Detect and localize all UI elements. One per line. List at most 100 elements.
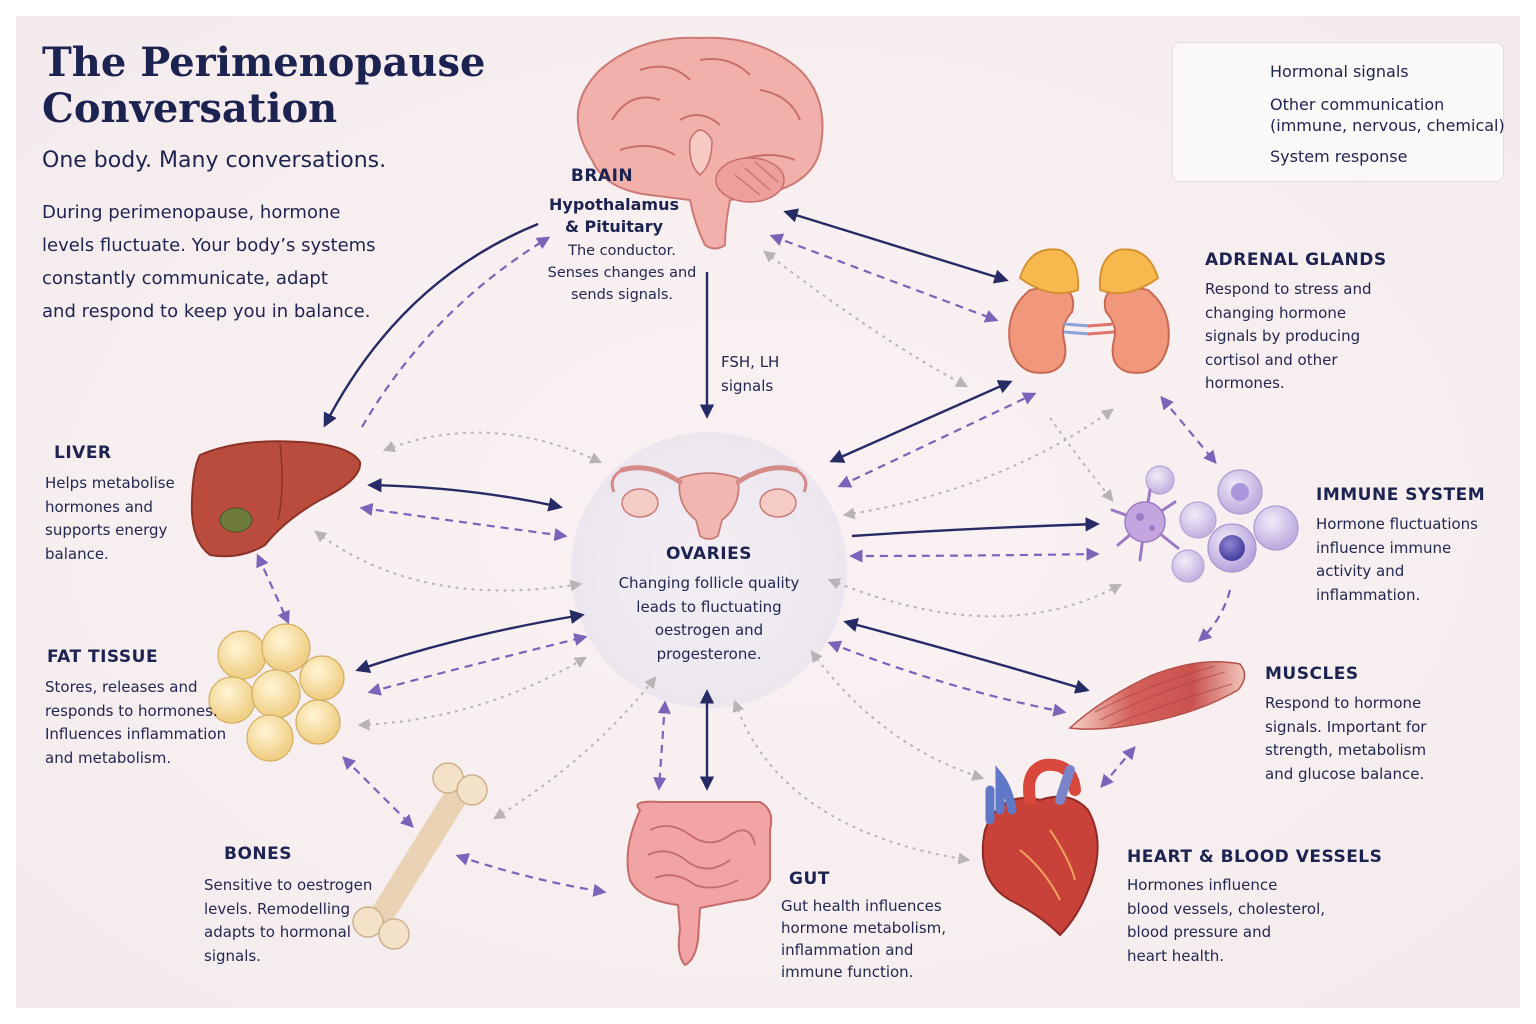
ovaries-desc-line: progesterone. [656, 644, 762, 663]
uterus-ovaries-illustration [610, 465, 808, 540]
bones-description: Sensitive to oestrogen levels. Remodelli… [204, 874, 404, 968]
adrenal-desc-line: signals by producing [1205, 327, 1361, 345]
dashed-brain-adrenal [769, 233, 999, 323]
dotted-bones-ovaries [492, 676, 657, 820]
intro-line: levels fluctuate. Your body’s systems [42, 235, 376, 256]
gut-desc-line: inflammation and [781, 941, 914, 959]
dashed-heart-muscles [1100, 745, 1136, 789]
page-title: The Perimenopause Conversation [42, 40, 502, 132]
muscle-illustration [1068, 660, 1246, 730]
ovaries-desc-line: leads to fluctuating [636, 597, 782, 616]
brain-desc-line: sends signals. [570, 287, 674, 303]
fat-desc-line: responds to hormones. [45, 701, 218, 720]
brain-sub-line: Hypothalamus [549, 195, 679, 214]
heart-desc-line: heart health. [1127, 946, 1224, 965]
gut-heading: GUT [789, 869, 830, 889]
bones-desc-line: levels. Remodelling [204, 899, 351, 918]
legend-other-line2: (immune, nervous, chemical) [1270, 116, 1505, 135]
brain-sub-line: & Pituitary [564, 217, 664, 236]
heart-heading: HEART & BLOOD VESSELS [1127, 847, 1383, 867]
intro-line: constantly communicate, adapt [42, 268, 328, 289]
immune-desc-line: Hormone fluctuations [1316, 515, 1478, 533]
ovaries-desc-line: oestrogen and [654, 621, 764, 639]
liver-desc-line: supports energy [45, 521, 168, 539]
arrow-brain-to-liver [323, 222, 539, 428]
dotted-brain-adrenal [763, 250, 969, 388]
response-connections [314, 250, 1123, 865]
brain-label: BRAIN [522, 166, 682, 186]
dashed-fat-bones [342, 756, 414, 828]
dotted-liver-ovaries [382, 431, 603, 464]
liver-desc-line: hormones and [45, 497, 153, 516]
liver-heading: LIVER [54, 443, 112, 463]
arrow-ovaries-adrenal [829, 380, 1013, 463]
muscles-desc-line: and glucose balance. [1265, 764, 1425, 783]
gut-desc-line: hormone metabolism, [781, 919, 947, 937]
intestines-illustration [626, 800, 773, 967]
brain-subheading: Hypothalamus & Pituitary [530, 194, 698, 238]
fat-heading: FAT TISSUE [47, 647, 159, 667]
dotted-ovaries-adrenal [842, 408, 1114, 520]
ovaries-desc-line: Changing follicle quality [618, 574, 800, 592]
heart-desc-line: blood pressure and [1127, 923, 1272, 941]
fsh-line: FSH, LH [721, 353, 780, 371]
ovaries-description: Changing follicle quality leads to fluct… [599, 572, 819, 666]
immune-description: Hormone fluctuations influence immune ac… [1316, 513, 1506, 607]
bones-heading: BONES [224, 844, 292, 864]
dotted-ovaries-heart [810, 650, 985, 781]
adrenal-desc-line: changing hormone [1205, 303, 1347, 322]
dashed-liver-fat [256, 553, 290, 625]
legend-response-label: System response [1270, 147, 1408, 166]
adrenal-desc-line: cortisol and other [1205, 350, 1338, 369]
immune-cells-illustration [1110, 465, 1299, 583]
intro-paragraph: During perimenopause, hormone levels flu… [42, 196, 402, 328]
fsh-lh-label: FSH, LH signals [721, 350, 779, 398]
intro-line: During perimenopause, hormone [42, 202, 341, 223]
bone-illustration [352, 762, 488, 950]
liver-desc-line: balance. [45, 544, 109, 563]
arrow-liver-ovaries [367, 478, 563, 512]
adrenal-description: Respond to stress and changing hormone s… [1205, 278, 1425, 396]
adrenal-heading: ADRENAL GLANDS [1205, 250, 1387, 270]
fat-desc-line: Influences inflammation [45, 725, 227, 743]
heart-desc-line: Hormones influence [1127, 876, 1278, 894]
adrenal-desc-line: hormones. [1205, 374, 1285, 392]
legend-other-line1: Other communication [1270, 95, 1445, 114]
arrow-ovaries-to-immune [851, 517, 1100, 538]
fat-description: Stores, releases and responds to hormone… [45, 676, 245, 770]
ovaries-heading: OVARIES [666, 544, 752, 564]
kidneys-adrenal-illustration [1008, 248, 1170, 374]
brain-desc-line: The conductor. [568, 243, 676, 259]
arrow-ovaries-fat [355, 609, 585, 674]
dashed-liver-brain [361, 236, 551, 428]
dotted-liver-ovaries-lower [314, 530, 583, 592]
dotted-ovaries-immune [827, 578, 1123, 618]
page-subtitle: One body. Many conversations. [42, 148, 387, 173]
title-line-2: Conversation [42, 85, 338, 132]
arrow-ovaries-muscles [843, 618, 1090, 694]
fsh-line: signals [721, 377, 774, 395]
virus-cell [1110, 488, 1180, 562]
dashed-immune-muscles [1198, 589, 1232, 642]
heart-desc-line: blood vessels, cholesterol, [1127, 899, 1326, 918]
gut-desc-line: Gut health influences [781, 897, 942, 915]
dotted-adrenal-immune [1049, 417, 1114, 502]
muscles-desc-line: signals. Important for [1265, 717, 1427, 736]
heart-description: Hormones influence blood vessels, choles… [1127, 874, 1367, 968]
adrenal-desc-line: Respond to stress and [1205, 280, 1372, 298]
dashed-bones-gut [455, 853, 607, 897]
heart-illustration [981, 758, 1099, 937]
brain-desc-line: Senses changes and [547, 265, 697, 281]
muscles-heading: MUSCLES [1265, 664, 1359, 684]
dashed-ovaries-gut [653, 700, 671, 791]
dashed-adrenal-immune [1160, 395, 1217, 465]
title-line-1: The Perimenopause [42, 39, 486, 86]
dotted-fat-ovaries [357, 656, 588, 731]
dashed-ovaries-immune [849, 547, 1100, 563]
immune-desc-line: inflammation. [1316, 585, 1421, 604]
intro-line: and respond to keep you in balance. [42, 301, 371, 322]
liver-description: Helps metabolise hormones and supports e… [45, 472, 205, 566]
gut-desc-line: immune function. [781, 963, 914, 981]
liver-desc-line: Helps metabolise [45, 474, 175, 492]
